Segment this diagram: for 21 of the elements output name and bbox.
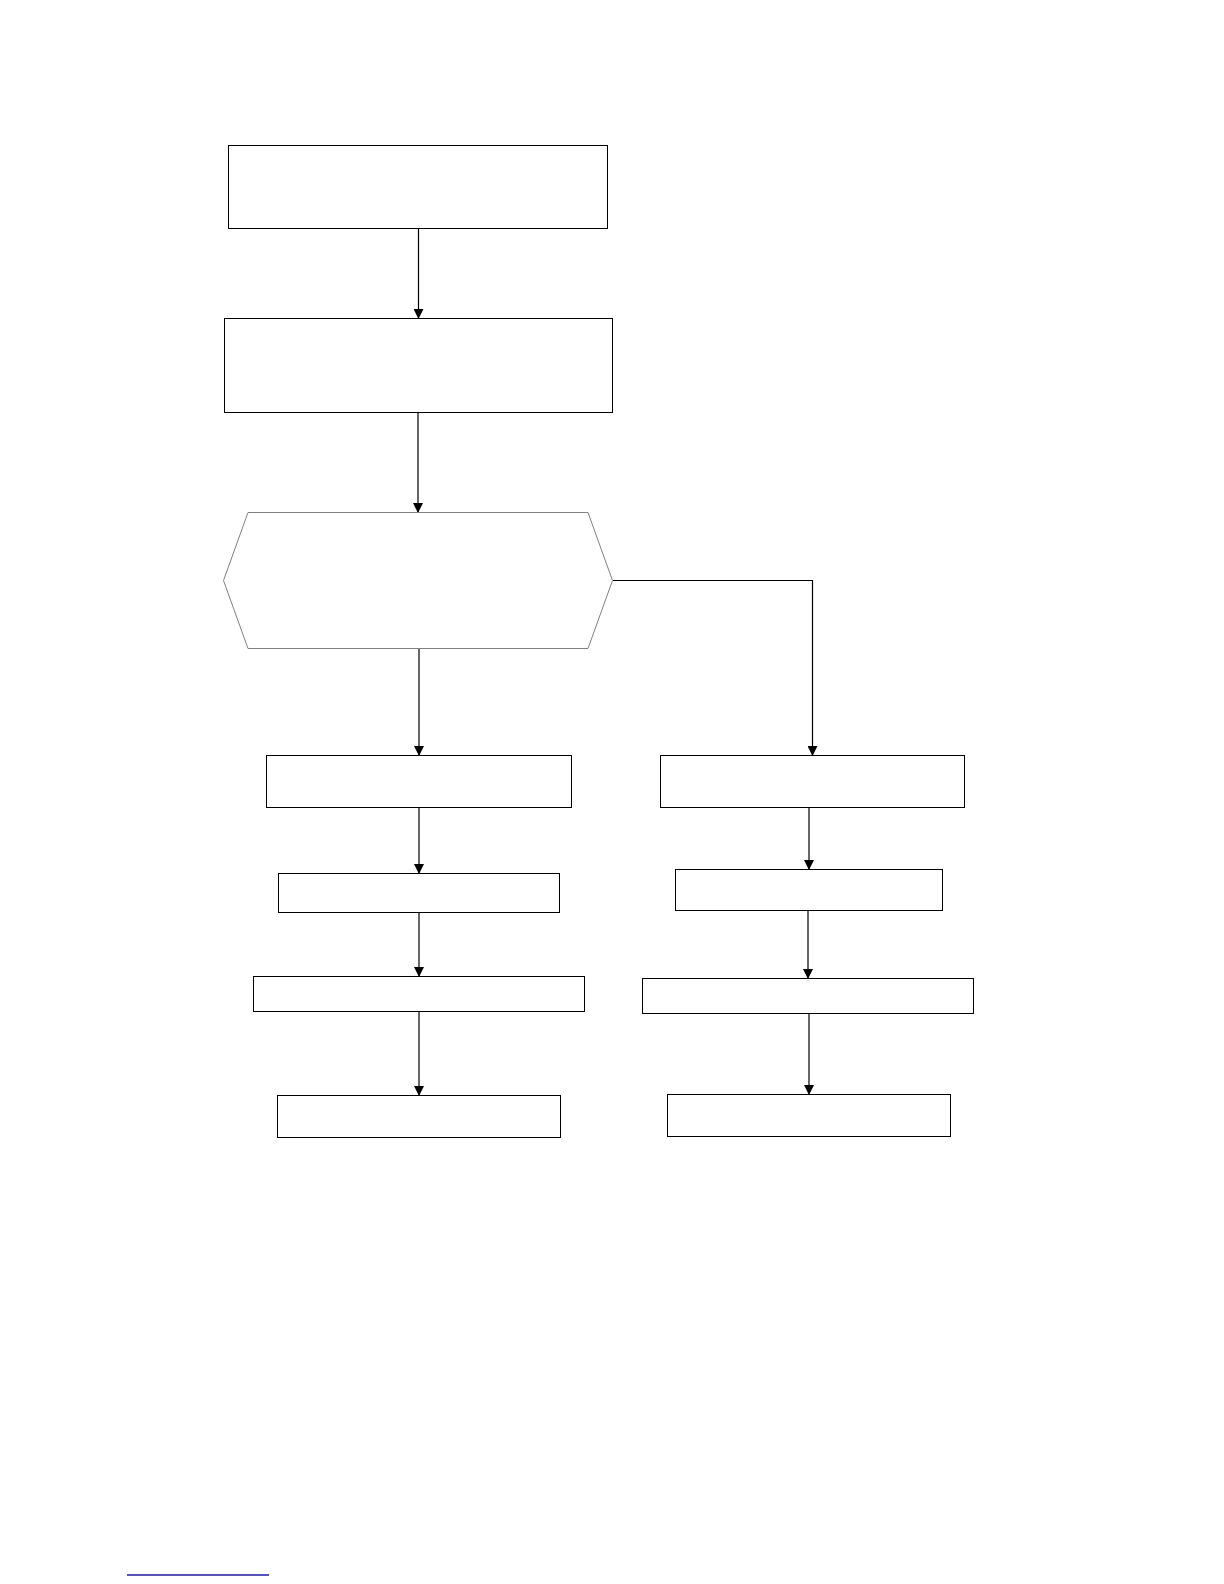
- arrow: [413, 228, 424, 319]
- arrow: [414, 648, 424, 756]
- arrow: [414, 807, 424, 874]
- process-box: [228, 145, 608, 229]
- arrow: [414, 1011, 424, 1096]
- arrow: [804, 807, 814, 870]
- process-box: [277, 1095, 561, 1138]
- process-box: [675, 869, 943, 911]
- arrow: [413, 412, 423, 513]
- process-box: [642, 978, 974, 1014]
- process-box: [278, 873, 560, 913]
- arrow: [414, 912, 424, 977]
- decision-hexagon: [223, 512, 613, 649]
- process-box: [660, 755, 965, 808]
- process-box: [224, 318, 613, 413]
- process-box: [266, 755, 572, 808]
- process-box: [667, 1094, 951, 1137]
- arrow: [612, 579, 818, 756]
- process-box: [253, 976, 585, 1012]
- arrow: [804, 1013, 814, 1095]
- arrow: [803, 910, 813, 979]
